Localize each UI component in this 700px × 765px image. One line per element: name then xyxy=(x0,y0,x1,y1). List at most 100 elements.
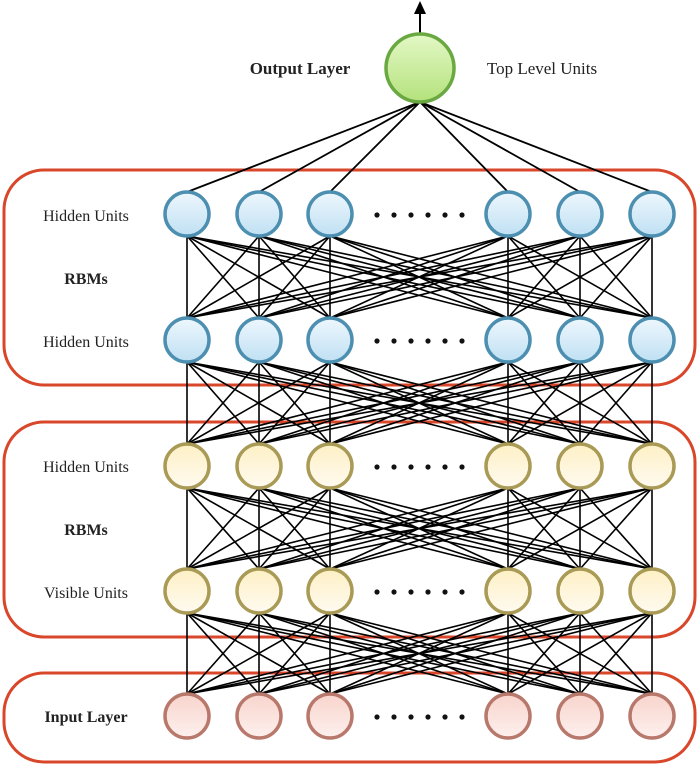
ellipsis-dot xyxy=(442,338,448,344)
ellipsis-dot xyxy=(391,714,397,720)
rbm1-bottom-label: Hidden Units xyxy=(43,334,129,351)
hidden-unit-blue xyxy=(306,190,354,238)
visible-unit xyxy=(163,567,211,615)
connection-edge xyxy=(186,612,653,695)
hidden-unit-blue xyxy=(484,316,532,364)
input-layer-box xyxy=(2,671,697,764)
output-edge xyxy=(258,101,421,193)
ellipsis-dots xyxy=(374,338,465,344)
ellipsis-dots xyxy=(374,464,465,470)
ellipsis-dot xyxy=(425,212,431,218)
visible-unit xyxy=(306,567,354,615)
connection-edge xyxy=(186,361,509,445)
connection-edge xyxy=(258,235,331,319)
connection-edge xyxy=(329,612,653,695)
input-unit xyxy=(235,692,283,740)
connection-edge xyxy=(186,361,653,445)
connection-edge xyxy=(186,235,331,319)
ellipsis-dot xyxy=(425,589,431,595)
ellipsis-dot xyxy=(442,212,448,218)
hidden-unit-yellow xyxy=(306,442,354,490)
hidden-unit-blue xyxy=(628,316,676,364)
ellipsis-dot xyxy=(442,714,448,720)
hidden-unit-blue xyxy=(556,316,604,364)
hidden-unit-yellow xyxy=(235,442,283,490)
connection-edge xyxy=(186,487,260,570)
connection-edge xyxy=(507,487,653,570)
hidden-unit-blue xyxy=(484,190,532,238)
connection-edge xyxy=(258,487,331,570)
ellipsis-dot xyxy=(425,464,431,470)
ellipsis-dot xyxy=(391,589,397,595)
rbm2-middle-label: RBMs xyxy=(64,522,108,539)
ellipsis-dots xyxy=(374,714,465,720)
output-layer-label: Output Layer xyxy=(250,59,351,78)
hidden-unit-blue xyxy=(628,190,676,238)
ellipsis-dot xyxy=(459,338,465,344)
ellipsis-dot xyxy=(408,464,414,470)
visible-unit xyxy=(235,567,283,615)
ellipsis-dot xyxy=(459,464,465,470)
rbm1-top-label: Hidden Units xyxy=(43,208,129,225)
ellipsis-dot xyxy=(374,338,380,344)
hidden-unit-blue xyxy=(235,190,283,238)
connection-edge xyxy=(186,235,509,319)
ellipsis-dot xyxy=(408,714,414,720)
ellipsis-dot xyxy=(459,589,465,595)
rbm2-top-label: Hidden Units xyxy=(43,459,129,476)
top-level-units-label: Top Level Units xyxy=(487,59,597,78)
hidden-unit-yellow xyxy=(484,442,532,490)
ellipsis-dot xyxy=(374,464,380,470)
hidden-unit-blue xyxy=(306,316,354,364)
ellipsis-dot xyxy=(442,464,448,470)
input-unit xyxy=(484,692,532,740)
input-unit xyxy=(628,692,676,740)
connection-edge xyxy=(186,612,509,695)
connection-edge xyxy=(579,612,653,695)
visible-unit xyxy=(628,567,676,615)
connection-edge xyxy=(258,235,653,319)
connection-edge xyxy=(258,487,653,570)
connection-edge xyxy=(507,612,581,695)
connection-edge xyxy=(507,235,581,319)
connection-edge xyxy=(507,235,653,319)
connection-edge xyxy=(329,487,653,570)
connection-edge xyxy=(186,361,331,445)
visible-unit xyxy=(556,567,604,615)
rbm-group-2-box xyxy=(2,420,697,639)
ellipsis-dot xyxy=(374,714,380,720)
output-edge xyxy=(186,101,421,193)
output-edge xyxy=(329,101,421,193)
connection-edge xyxy=(186,361,260,445)
ellipsis-dot xyxy=(391,212,397,218)
connection-edge xyxy=(186,235,653,319)
ellipsis-dot xyxy=(459,714,465,720)
connection-edge xyxy=(186,612,331,695)
connection-edge xyxy=(186,235,581,319)
hidden-unit-blue xyxy=(163,316,211,364)
connection-edge xyxy=(258,612,653,695)
ellipsis-dots xyxy=(374,212,465,218)
ellipsis-dot xyxy=(408,212,414,218)
connection-edge xyxy=(329,235,653,319)
connection-edge xyxy=(579,235,653,319)
connection-edge xyxy=(258,361,331,445)
rbm1-middle-label: RBMs xyxy=(64,271,108,288)
connection-edge xyxy=(186,235,260,319)
ellipsis-dot xyxy=(442,589,448,595)
connection-edge xyxy=(186,487,581,570)
hidden-unit-yellow xyxy=(556,442,604,490)
ellipsis-dot xyxy=(425,338,431,344)
ellipsis-dot xyxy=(391,464,397,470)
arrow-head-icon xyxy=(414,1,426,14)
connection-edge xyxy=(329,361,653,445)
input-unit xyxy=(163,692,211,740)
input-unit xyxy=(556,692,604,740)
ellipsis-dot xyxy=(459,212,465,218)
connection-edge xyxy=(258,612,331,695)
connection-edge xyxy=(579,361,653,445)
hidden-unit-blue xyxy=(235,316,283,364)
connection-edge xyxy=(507,361,581,445)
